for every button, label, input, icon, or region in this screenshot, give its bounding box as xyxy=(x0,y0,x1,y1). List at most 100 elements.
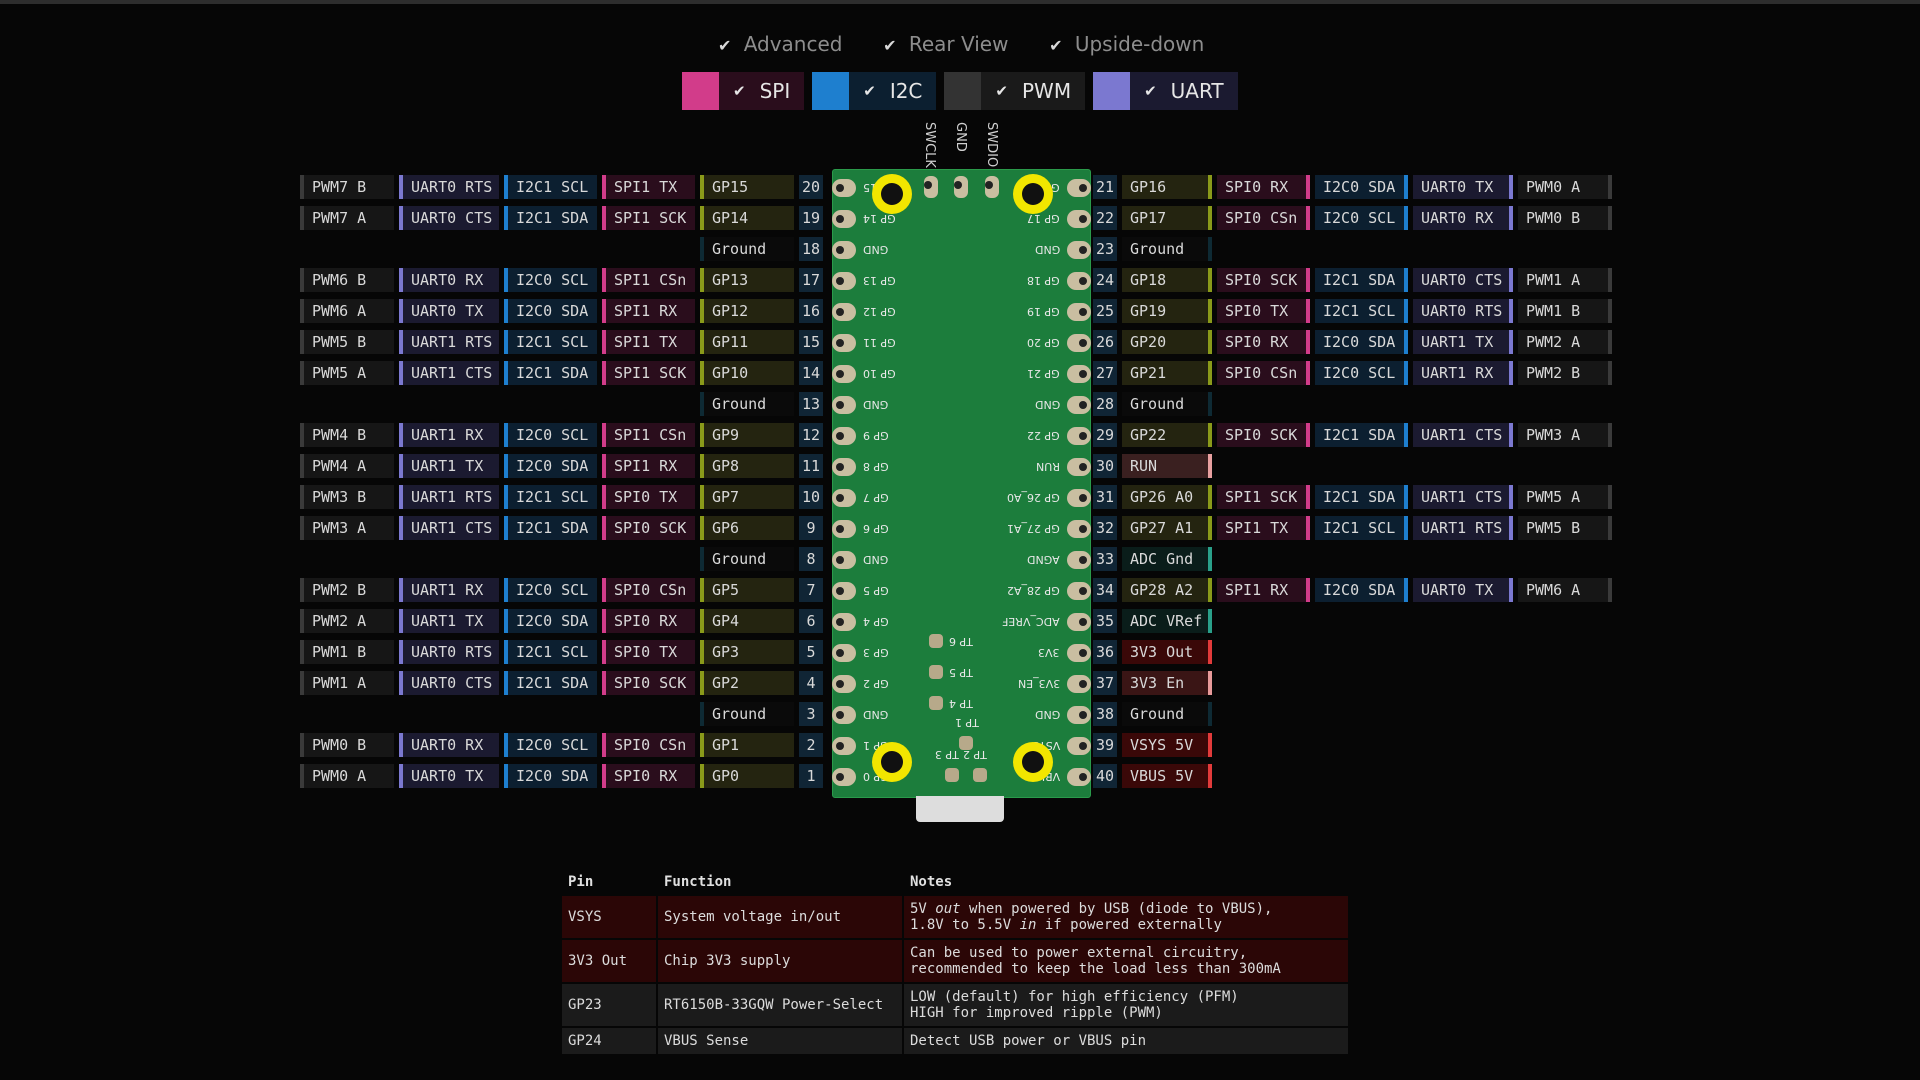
uart-label: UART1 RX xyxy=(399,423,499,447)
uart-label: UART0 RTS xyxy=(1413,299,1513,323)
i2c-label: I2C1 SDA xyxy=(504,361,597,385)
col-notes: Notes xyxy=(910,874,953,890)
pwm-label: PWM5 B xyxy=(300,330,394,354)
checkbox-icon[interactable]: ✔ xyxy=(1144,82,1157,100)
board-pin-label: GP 26_A0 xyxy=(1007,491,1060,504)
option-upside-down[interactable]: ✔Upside-down xyxy=(1047,32,1204,56)
test-point-label: TP 3 xyxy=(935,748,959,761)
pin-number: 31 xyxy=(1093,485,1117,509)
uart-label: UART1 RX xyxy=(399,578,499,602)
spi-label: SPI0 SCK xyxy=(602,671,695,695)
pwm-label: PWM0 A xyxy=(1518,175,1612,199)
pin-number: 5 xyxy=(799,640,823,664)
pin-number: 34 xyxy=(1093,578,1117,602)
pin-number: 40 xyxy=(1093,764,1117,788)
checkbox-icon[interactable]: ✔ xyxy=(883,36,897,55)
uart-label: UART1 TX xyxy=(1413,330,1513,354)
legend-pwm[interactable]: ✔PWM xyxy=(944,72,1086,110)
legend-uart[interactable]: ✔UART xyxy=(1093,72,1238,110)
uart-label: UART1 RTS xyxy=(1413,516,1513,540)
spi-label: SPI1 RX xyxy=(1217,578,1310,602)
usb-connector xyxy=(916,796,1004,822)
pin-number: 4 xyxy=(799,671,823,695)
col-pin: Pin xyxy=(568,874,594,890)
i2c-label: I2C0 SDA xyxy=(504,764,597,788)
uart-label: UART0 RX xyxy=(1413,206,1513,230)
checkbox-icon[interactable]: ✔ xyxy=(995,82,1008,100)
pin-pad xyxy=(832,768,856,786)
pin-pad xyxy=(1067,520,1091,538)
checkbox-icon[interactable]: ✔ xyxy=(717,36,732,55)
board-pin-label: GND xyxy=(863,398,889,411)
power-label: Ground xyxy=(1122,237,1212,261)
pin-pad xyxy=(832,396,856,414)
option-advanced[interactable]: ✔Advanced xyxy=(716,32,843,56)
pwm-label: PWM6 A xyxy=(1518,578,1612,602)
legend-spi[interactable]: ✔SPI xyxy=(682,72,805,110)
checkbox-icon[interactable]: ✔ xyxy=(733,82,746,100)
test-point-label: TP 5 xyxy=(949,666,973,679)
gpio-label: GP13 xyxy=(700,268,794,292)
pin-number: 9 xyxy=(799,516,823,540)
checkbox-icon[interactable]: ✔ xyxy=(1049,36,1063,55)
spi-label: SPI1 TX xyxy=(1217,516,1310,540)
pwm-label: PWM1 A xyxy=(1518,268,1612,292)
checkbox-icon[interactable]: ✔ xyxy=(863,82,876,100)
i2c-label: I2C1 SDA xyxy=(1315,485,1408,509)
pin-pad xyxy=(1067,644,1091,662)
gpio-label: GP19 xyxy=(1122,299,1212,323)
spi-label: SPI0 TX xyxy=(602,640,695,664)
uart-label: UART0 RTS xyxy=(399,175,499,199)
option-rear-view[interactable]: ✔Rear View xyxy=(881,32,1008,56)
pin-pad xyxy=(1067,737,1091,755)
i2c-label: I2C1 SCL xyxy=(1315,516,1408,540)
uart-label: UART0 TX xyxy=(1413,578,1513,602)
pin-pad xyxy=(832,334,856,352)
pwm-label: PWM3 A xyxy=(300,516,394,540)
pin-number: 37 xyxy=(1093,671,1117,695)
pin-pad xyxy=(832,179,856,197)
legend-i2c[interactable]: ✔I2C xyxy=(812,72,937,110)
board-pin-label: GP 4 xyxy=(863,615,889,628)
